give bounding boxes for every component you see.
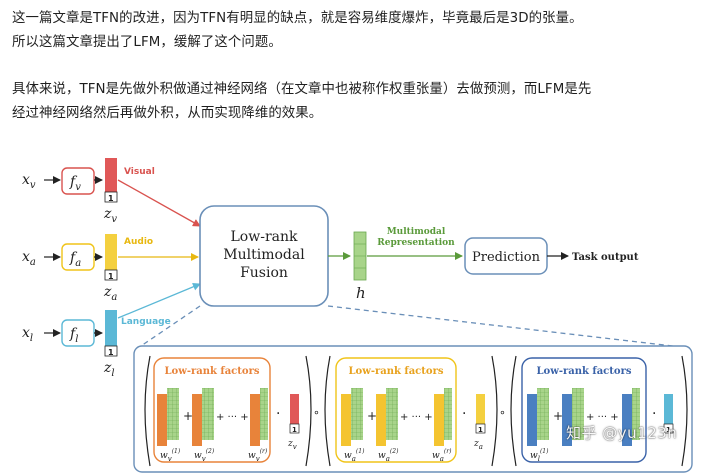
svg-text:Multimodal: Multimodal	[387, 227, 446, 237]
z-language-vector	[105, 310, 117, 356]
audio-modality-label: Audio	[124, 237, 153, 247]
svg-text:wa(2): wa(2)	[378, 448, 399, 463]
paragraph-2-line-2: 经过神经网络然后再做外积，从而实现降维的效果。	[12, 106, 323, 121]
svg-text:za: za	[473, 439, 483, 451]
svg-text:fv: fv	[69, 174, 81, 193]
svg-text:Multimodal: Multimodal	[223, 247, 305, 263]
svg-text:·: ·	[462, 406, 466, 422]
low-rank-fusion-block: Low-rank Multimodal Fusion	[199, 205, 351, 307]
svg-text:Low-rank factors: Low-rank factors	[537, 366, 632, 377]
svg-text:+ ··· +: + ··· +	[216, 412, 249, 423]
svg-text:+: +	[553, 409, 563, 423]
x-audio-label: xa	[22, 249, 36, 268]
h-label: h	[356, 284, 366, 302]
svg-text:1: 1	[292, 426, 297, 434]
svg-text:Low-rank: Low-rank	[231, 229, 298, 245]
architecture-diagram: xv fv 1 zv Visual xa fa	[22, 158, 693, 473]
visual-modality-label: Visual	[124, 167, 155, 177]
audio-input-row: xa fa 1 za Audio	[22, 234, 199, 303]
language-input-row: xl fl 1 zl Language	[22, 282, 201, 379]
svg-text:+: +	[183, 409, 193, 423]
svg-text:·: ·	[276, 406, 280, 422]
svg-text:1: 1	[478, 426, 483, 434]
task-output-label: Task output	[572, 252, 639, 263]
z-language-label: zl	[103, 360, 115, 379]
language-modality-label: Language	[121, 317, 171, 327]
f-visual-box	[61, 167, 95, 195]
z-audio-vector	[105, 234, 117, 280]
z-visual-vector	[105, 158, 117, 202]
svg-text:∘: ∘	[313, 406, 320, 419]
svg-text:wv(1): wv(1)	[160, 448, 181, 463]
svg-text:1: 1	[666, 426, 671, 434]
h-representation-vector: h Multimodal Representation	[353, 227, 463, 302]
paragraph-2: 具体来说，TFN是先做外积做通过神经网络（在文章中也被称作权重张量）去做预测，而…	[12, 78, 702, 126]
prediction-block: Prediction Task output	[464, 237, 639, 275]
svg-text:+: +	[367, 409, 377, 423]
svg-text:wl(1): wl(1)	[530, 448, 549, 463]
svg-text:zv: zv	[287, 439, 297, 451]
svg-text:+ ··· +: + ··· +	[400, 412, 433, 423]
zhihu-watermark: 知乎 @yu123n	[566, 424, 678, 442]
svg-text:+ ··· +: + ··· +	[586, 412, 619, 423]
svg-text:wa(r): wa(r)	[432, 448, 452, 463]
x-language-label: xl	[22, 325, 33, 344]
svg-text:Prediction: Prediction	[472, 250, 541, 265]
svg-text:wv(2): wv(2)	[194, 448, 215, 463]
visual-input-row: xv fv 1 zv Visual	[22, 158, 201, 227]
svg-text:fl: fl	[69, 326, 78, 345]
x-visual-label: xv	[22, 172, 36, 191]
svg-text:Low-rank factors: Low-rank factors	[349, 366, 444, 377]
svg-text:Representation: Representation	[377, 238, 455, 248]
svg-text:Low-rank factors: Low-rank factors	[165, 366, 260, 377]
paragraph-1-line-1: 这一篇文章是TFN的改进，因为TFN有明显的缺点，就是容易维度爆炸，毕竟最后是3…	[12, 11, 583, 26]
lfm-architecture-figure: xv fv 1 zv Visual xa fa	[0, 148, 714, 476]
svg-text:1: 1	[108, 348, 114, 357]
svg-text:wa(1): wa(1)	[344, 448, 365, 463]
paragraph-1: 这一篇文章是TFN的改进，因为TFN有明显的缺点，就是容易维度爆炸，毕竟最后是3…	[12, 7, 702, 55]
paragraph-1-line-2: 所以这篇文章提出了LFM，缓解了这个问题。	[12, 35, 282, 50]
svg-text:·: ·	[652, 406, 656, 422]
paragraph-2-line-1: 具体来说，TFN是先做外积做通过神经网络（在文章中也被称作权重张量）去做预测，而…	[12, 82, 592, 97]
factor-group-language: Low-rank factors + + ··· + wl(1) · 1	[510, 355, 688, 467]
svg-text:wv(r): wv(r)	[248, 448, 268, 463]
svg-text:1: 1	[108, 272, 114, 281]
z-audio-label: za	[103, 284, 117, 303]
factor-group-visual: Low-rank factors + + ··· + wv(1) wv(2) w…	[144, 355, 312, 467]
svg-text:Fusion: Fusion	[240, 265, 288, 281]
svg-text:fa: fa	[69, 250, 81, 269]
z-visual-label: zv	[103, 206, 117, 225]
svg-text:1: 1	[108, 194, 114, 203]
low-rank-factors-panel: Low-rank factors + + ··· + wv(1) wv(2) w…	[133, 345, 693, 473]
svg-text:∘: ∘	[499, 406, 506, 419]
factor-group-audio: Low-rank factors + + ··· + wa(1) wa(2) w…	[324, 355, 498, 467]
